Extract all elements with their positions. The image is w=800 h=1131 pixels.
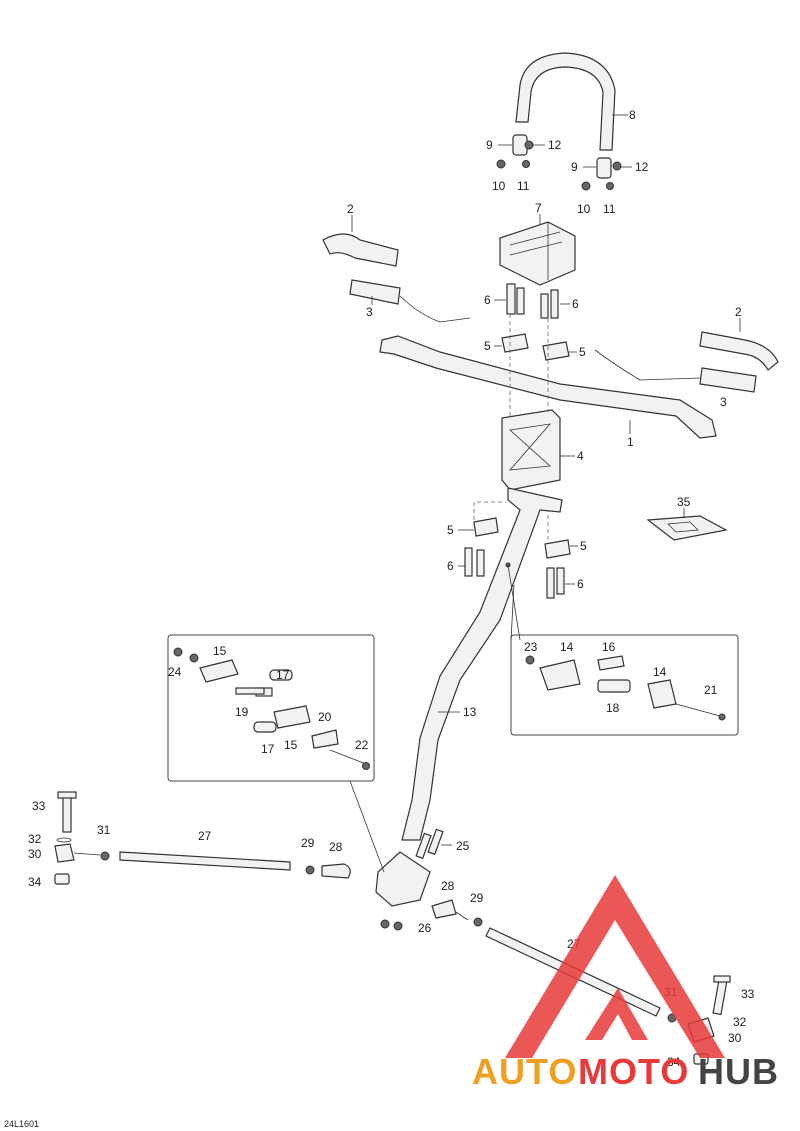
part-13-steering-column (375, 487, 563, 907)
callout-label: 15 (213, 644, 227, 658)
column-lower-hardware (380, 828, 452, 931)
part-4-riser-block (501, 409, 575, 491)
callout-label: 28 (441, 879, 455, 893)
part-2-grip-left (322, 215, 399, 267)
callout-label: 30 (28, 847, 42, 861)
callout-label: 3 (720, 395, 727, 409)
callout-label: 20 (318, 710, 332, 724)
callout-label: 23 (524, 640, 538, 654)
callout-label: 29 (470, 891, 484, 905)
callout-label: 13 (463, 705, 477, 719)
callout-label: 6 (572, 297, 579, 311)
callout-label: 30 (728, 1031, 742, 1045)
callout-label: 15 (284, 738, 298, 752)
callout-label: 19 (235, 705, 249, 719)
callout-label: 12 (635, 160, 649, 174)
callout-label: 6 (577, 577, 584, 591)
callout-label: 35 (677, 495, 691, 509)
callout-label: 6 (447, 559, 454, 573)
callout-label: 7 (535, 201, 542, 215)
watermark-inner-shape (585, 988, 648, 1040)
part-1-handlebar (379, 335, 717, 439)
callout-label: 32 (733, 1015, 747, 1029)
callout-label: 17 (261, 742, 275, 756)
part-35-plate (646, 508, 728, 541)
part-8-loop-handle (515, 52, 628, 151)
callout-label: 22 (355, 738, 369, 752)
callout-label: 16 (602, 640, 616, 654)
part-7-handlebar-pad (499, 214, 576, 286)
callout-label: 5 (447, 523, 454, 537)
upper-bolts-clamps (494, 283, 577, 420)
callout-label: 27 (198, 829, 212, 843)
callout-label: 6 (484, 293, 491, 307)
part-2-grip-right (699, 318, 779, 371)
callout-label: 1 (627, 435, 634, 449)
lower-bolts-clamps (458, 501, 578, 599)
callout-label: 28 (329, 840, 343, 854)
callout-label: 9 (486, 138, 493, 152)
watermark-text-moto: MOTO (578, 1051, 689, 1092)
callout-label: 34 (28, 875, 42, 889)
clamp-group-left (496, 134, 545, 169)
callout-label: 21 (704, 683, 718, 697)
callout-label: 2 (735, 305, 742, 319)
watermark-text-auto: AUTO (472, 1051, 577, 1092)
clamp-group-right (581, 157, 632, 191)
callout-label: 29 (301, 836, 315, 850)
watermark-text: AUTO MOTO HUB (472, 1051, 779, 1092)
callout-label: 9 (571, 160, 578, 174)
callout-label: 8 (629, 108, 636, 122)
watermark-triangle-icon (505, 875, 725, 1058)
callout-label: 25 (456, 839, 470, 853)
callout-label: 5 (580, 539, 587, 553)
callout-label: 11 (517, 179, 530, 193)
callout-label: 11 (603, 202, 616, 216)
callout-label: 33 (32, 799, 46, 813)
callout-label: 3 (366, 305, 373, 319)
callout-label: 2 (347, 202, 354, 216)
part-3-heater-grip-left (349, 279, 471, 323)
callout-label: 10 (492, 179, 506, 193)
inset-left (167, 634, 385, 873)
callout-label: 12 (548, 138, 562, 152)
callout-label: 32 (28, 832, 42, 846)
inset-right (510, 584, 739, 736)
callout-label: 10 (577, 202, 591, 216)
part-3-heater-grip-right (594, 349, 757, 393)
callout-label: 34 (667, 1055, 681, 1069)
callout-label: 14 (653, 665, 667, 679)
watermark-logo (505, 875, 725, 1058)
tie-rod-left (54, 791, 351, 885)
callout-label: 4 (577, 449, 584, 463)
callout-label: 31 (97, 823, 111, 837)
callout-label: 33 (741, 987, 755, 1001)
callout-label: 14 (560, 640, 574, 654)
callout-label: 5 (484, 339, 491, 353)
figure-code: 24L1601 (4, 1119, 39, 1129)
callout-label: 26 (418, 921, 432, 935)
callout-label: 24 (168, 665, 182, 679)
watermark-text-hub: HUB (698, 1051, 779, 1092)
callout-label: 17 (276, 668, 290, 682)
callout-label: 5 (579, 345, 586, 359)
callout-label: 18 (606, 701, 620, 715)
tie-rod-right (431, 899, 731, 1065)
